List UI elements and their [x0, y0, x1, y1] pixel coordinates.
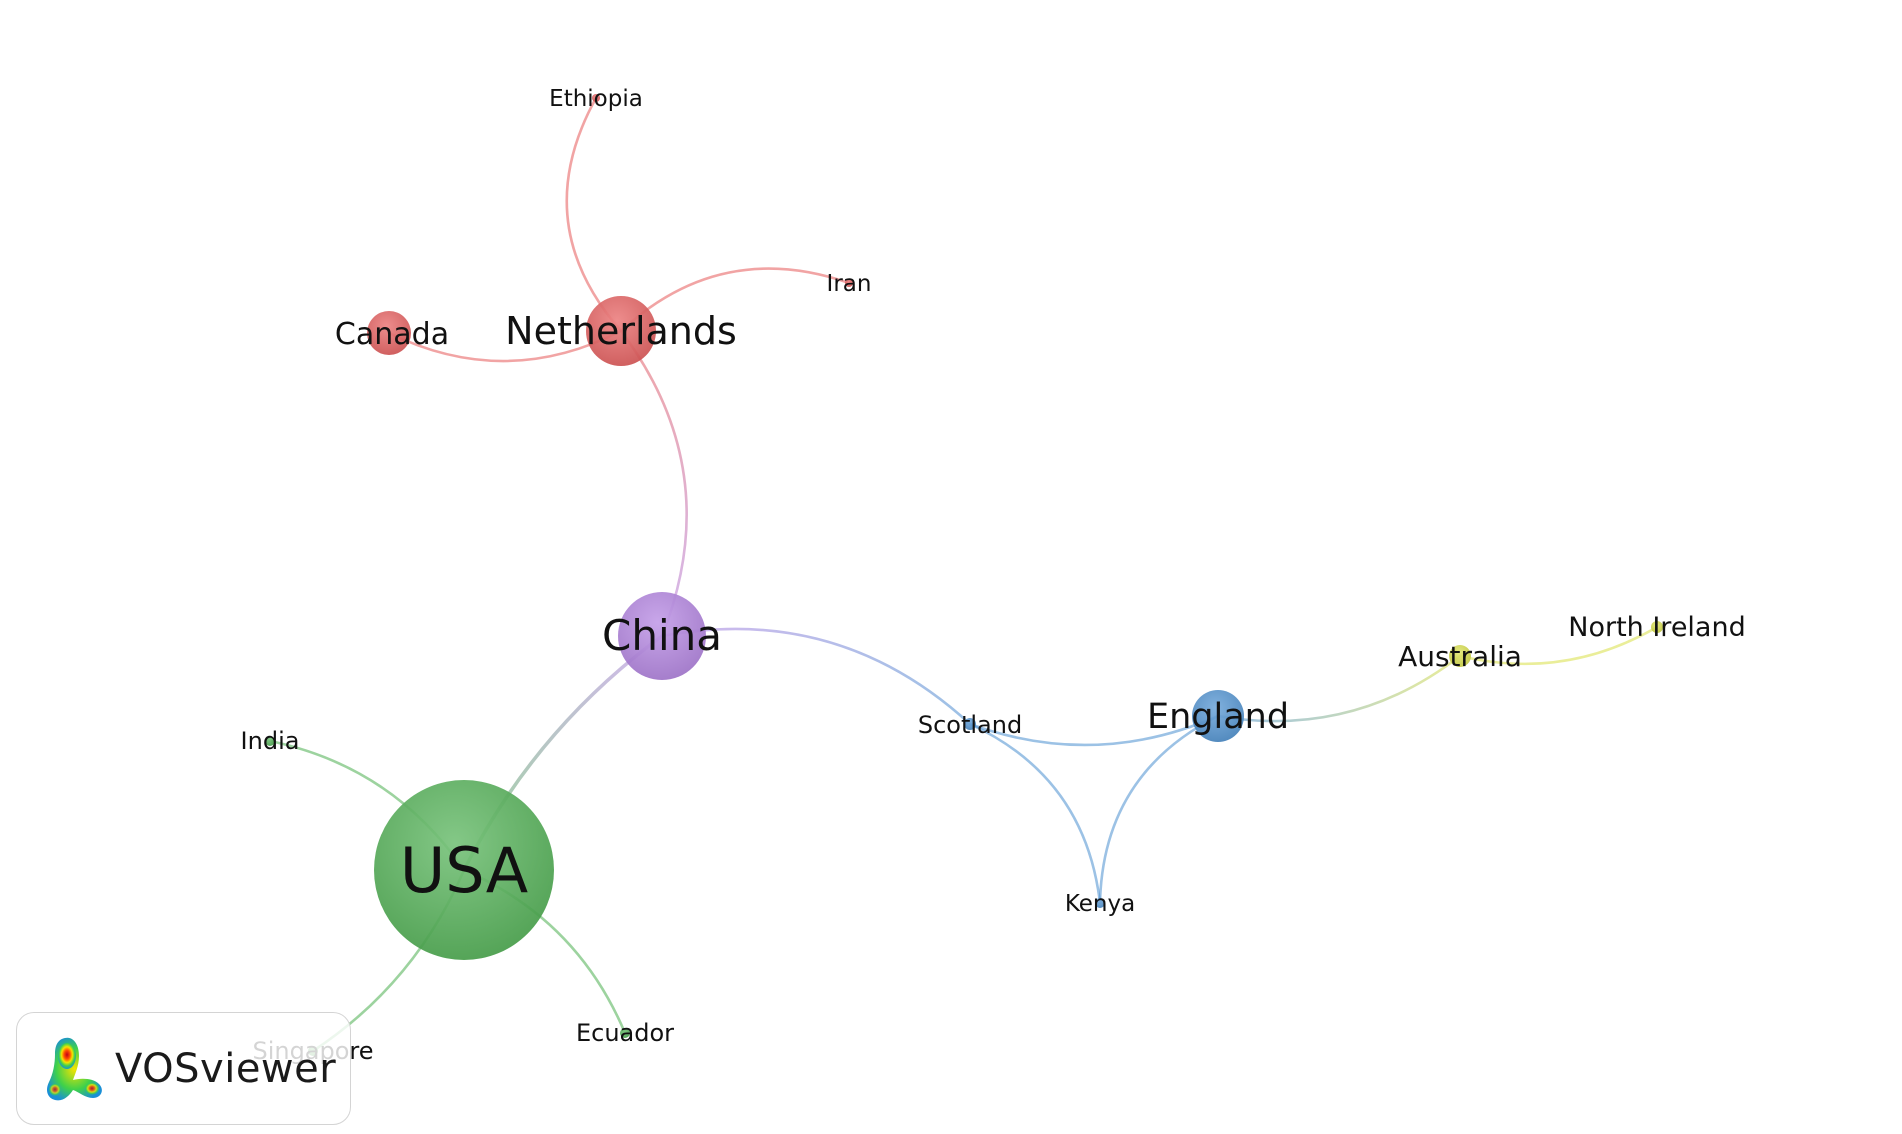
label-australia: Australia [1398, 640, 1522, 673]
label-china: China [602, 611, 722, 660]
node-kenya[interactable] [1095, 898, 1105, 908]
label-kenya: Kenya [1065, 891, 1135, 917]
node-australia[interactable] [1449, 645, 1471, 667]
label-iran: Iran [827, 271, 872, 297]
label-canada: Canada [335, 317, 449, 352]
link-scotland-kenya [968, 722, 1102, 905]
labels-layer: USA China Netherlands Canada EthiopiaIranEng… [241, 86, 1746, 1065]
link-netherlands-china [619, 329, 688, 638]
link-netherlands-ethiopia [565, 96, 623, 333]
label-england: England [1147, 697, 1289, 737]
node-china[interactable] [618, 592, 706, 680]
node-usa[interactable] [374, 780, 554, 960]
node-scotland[interactable] [964, 718, 976, 730]
vosviewer-logo-icon [47, 1037, 102, 1100]
node-canada[interactable] [367, 311, 411, 355]
link-kenya-england [1098, 714, 1220, 905]
node-netherlands[interactable] [586, 296, 656, 366]
link-england-australia [1216, 654, 1462, 723]
vosviewer-badge: VOSviewer [16, 1012, 351, 1125]
label-scotland: Scotland [918, 711, 1022, 739]
node-north-ireland[interactable] [1651, 621, 1663, 633]
nodes-layer [265, 94, 1663, 1056]
label-usa: USA [400, 834, 528, 907]
label-india: India [241, 727, 300, 755]
link-china-scotland [660, 627, 972, 726]
vosviewer-label: VOSviewer [115, 1045, 337, 1092]
link-scotland-england [968, 714, 1220, 747]
label-ecuador: Ecuador [576, 1019, 674, 1047]
link-australia-north_ireland [1458, 625, 1659, 666]
node-england[interactable] [1192, 690, 1244, 742]
label-netherlands: Netherlands [505, 309, 737, 353]
label-ethiopia: Ethiopia [549, 86, 643, 112]
node-india[interactable] [265, 736, 275, 746]
node-ecuador[interactable] [620, 1028, 630, 1038]
node-iran[interactable] [845, 279, 853, 287]
node-ethiopia[interactable] [592, 94, 600, 102]
label-north-ireland: North Ireland [1568, 612, 1745, 643]
